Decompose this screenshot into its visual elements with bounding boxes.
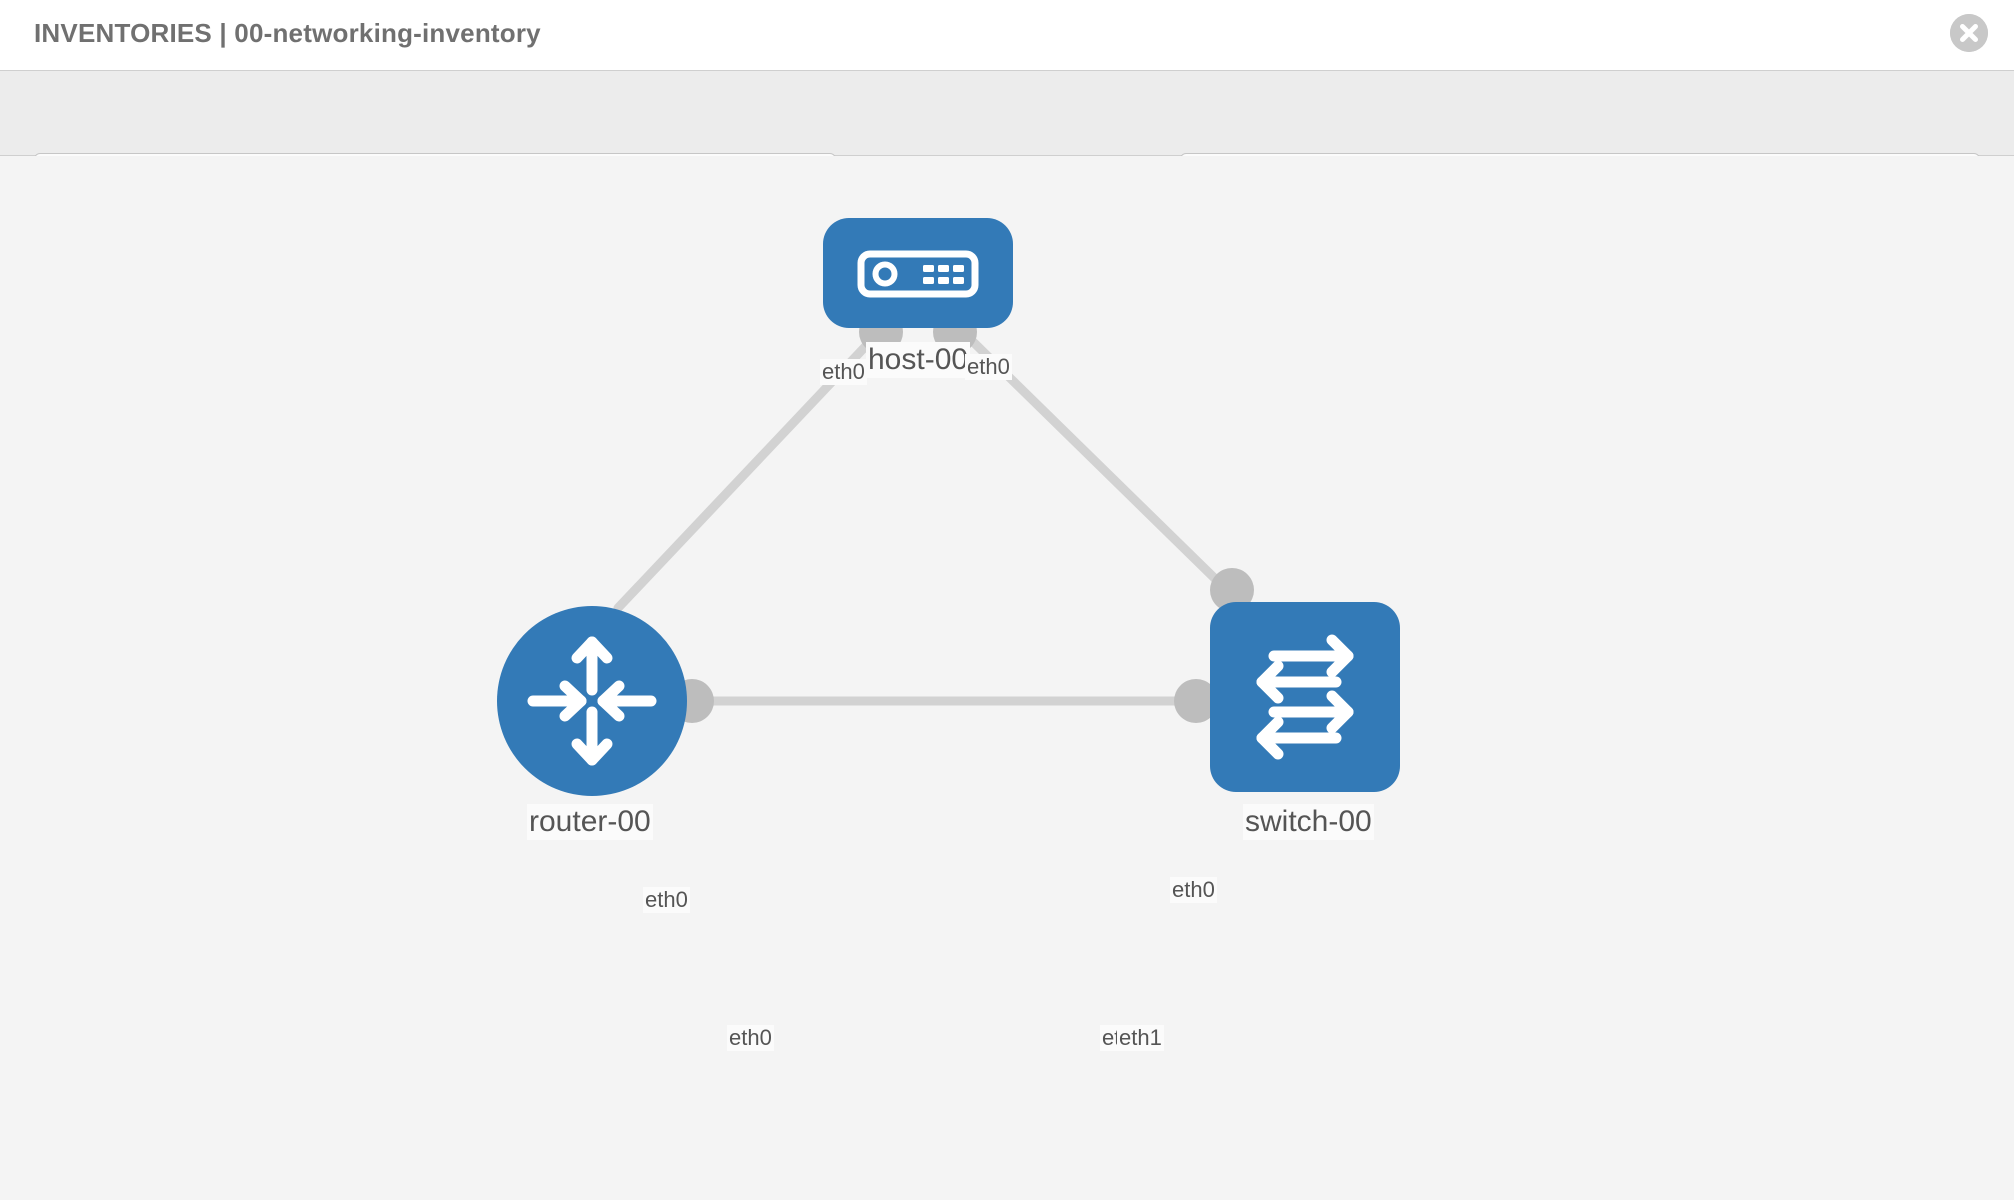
edge-label-host-right-eth0: eth0	[965, 354, 1012, 380]
node-label-switch-00: switch-00	[1243, 804, 1374, 840]
router-arrows-icon	[527, 636, 657, 766]
edge-label-router-right-eth0: eth0	[727, 1025, 774, 1051]
edge-label-switch-left-eth1: eth1	[1117, 1025, 1164, 1051]
node-router-00[interactable]	[497, 606, 687, 796]
edge-label-switch-up-eth0: eth0	[1170, 877, 1217, 903]
edge-label-host-left-eth0: eth0	[820, 359, 867, 385]
node-label-router-00: router-00	[527, 804, 653, 840]
topology-canvas[interactable]: host-00 router-00 switch-00 eth0 eth0 et…	[0, 156, 2014, 1200]
switch-arrows-icon	[1256, 634, 1354, 760]
node-label-host-00: host-00	[866, 342, 971, 378]
edge-label-router-up-eth0: eth0	[643, 887, 690, 913]
window-header: INVENTORIES | 00-networking-inventory	[0, 0, 2014, 70]
page-title: INVENTORIES | 00-networking-inventory	[34, 18, 541, 48]
node-switch-00[interactable]	[1210, 602, 1400, 792]
node-host-00[interactable]	[823, 218, 1013, 328]
server-icon	[857, 250, 979, 298]
port-switch-top	[1210, 568, 1254, 612]
port-switch-left	[1174, 679, 1218, 723]
close-icon[interactable]	[1950, 14, 1988, 52]
toolbar: ACTIONS SEARCH	[0, 70, 2014, 205]
